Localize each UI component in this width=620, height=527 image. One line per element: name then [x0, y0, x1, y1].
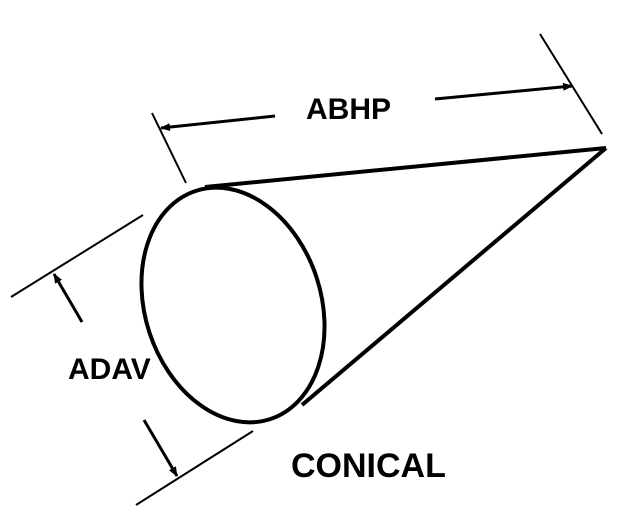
diameter-arrow-top — [52, 273, 84, 323]
diameter-label: ADAV — [68, 353, 151, 386]
diameter-arrow-bottom — [142, 419, 179, 477]
length-extension-line-right — [539, 33, 603, 135]
cone-shape — [139, 146, 608, 425]
length-dimension — [151, 33, 603, 184]
cone-base-ellipse — [139, 185, 327, 425]
diameter-dimension — [10, 214, 254, 506]
shape-title: CONICAL — [291, 447, 446, 485]
length-extension-line-left — [151, 112, 187, 184]
cone-top-edge — [204, 146, 607, 189]
cone-bottom-edge — [300, 146, 608, 407]
length-label: ABHP — [306, 93, 391, 126]
length-arrow-right — [434, 82, 573, 101]
diameter-extension-line-bottom — [135, 430, 254, 506]
diameter-extension-line-top — [10, 214, 144, 298]
length-arrow-left — [160, 114, 276, 132]
